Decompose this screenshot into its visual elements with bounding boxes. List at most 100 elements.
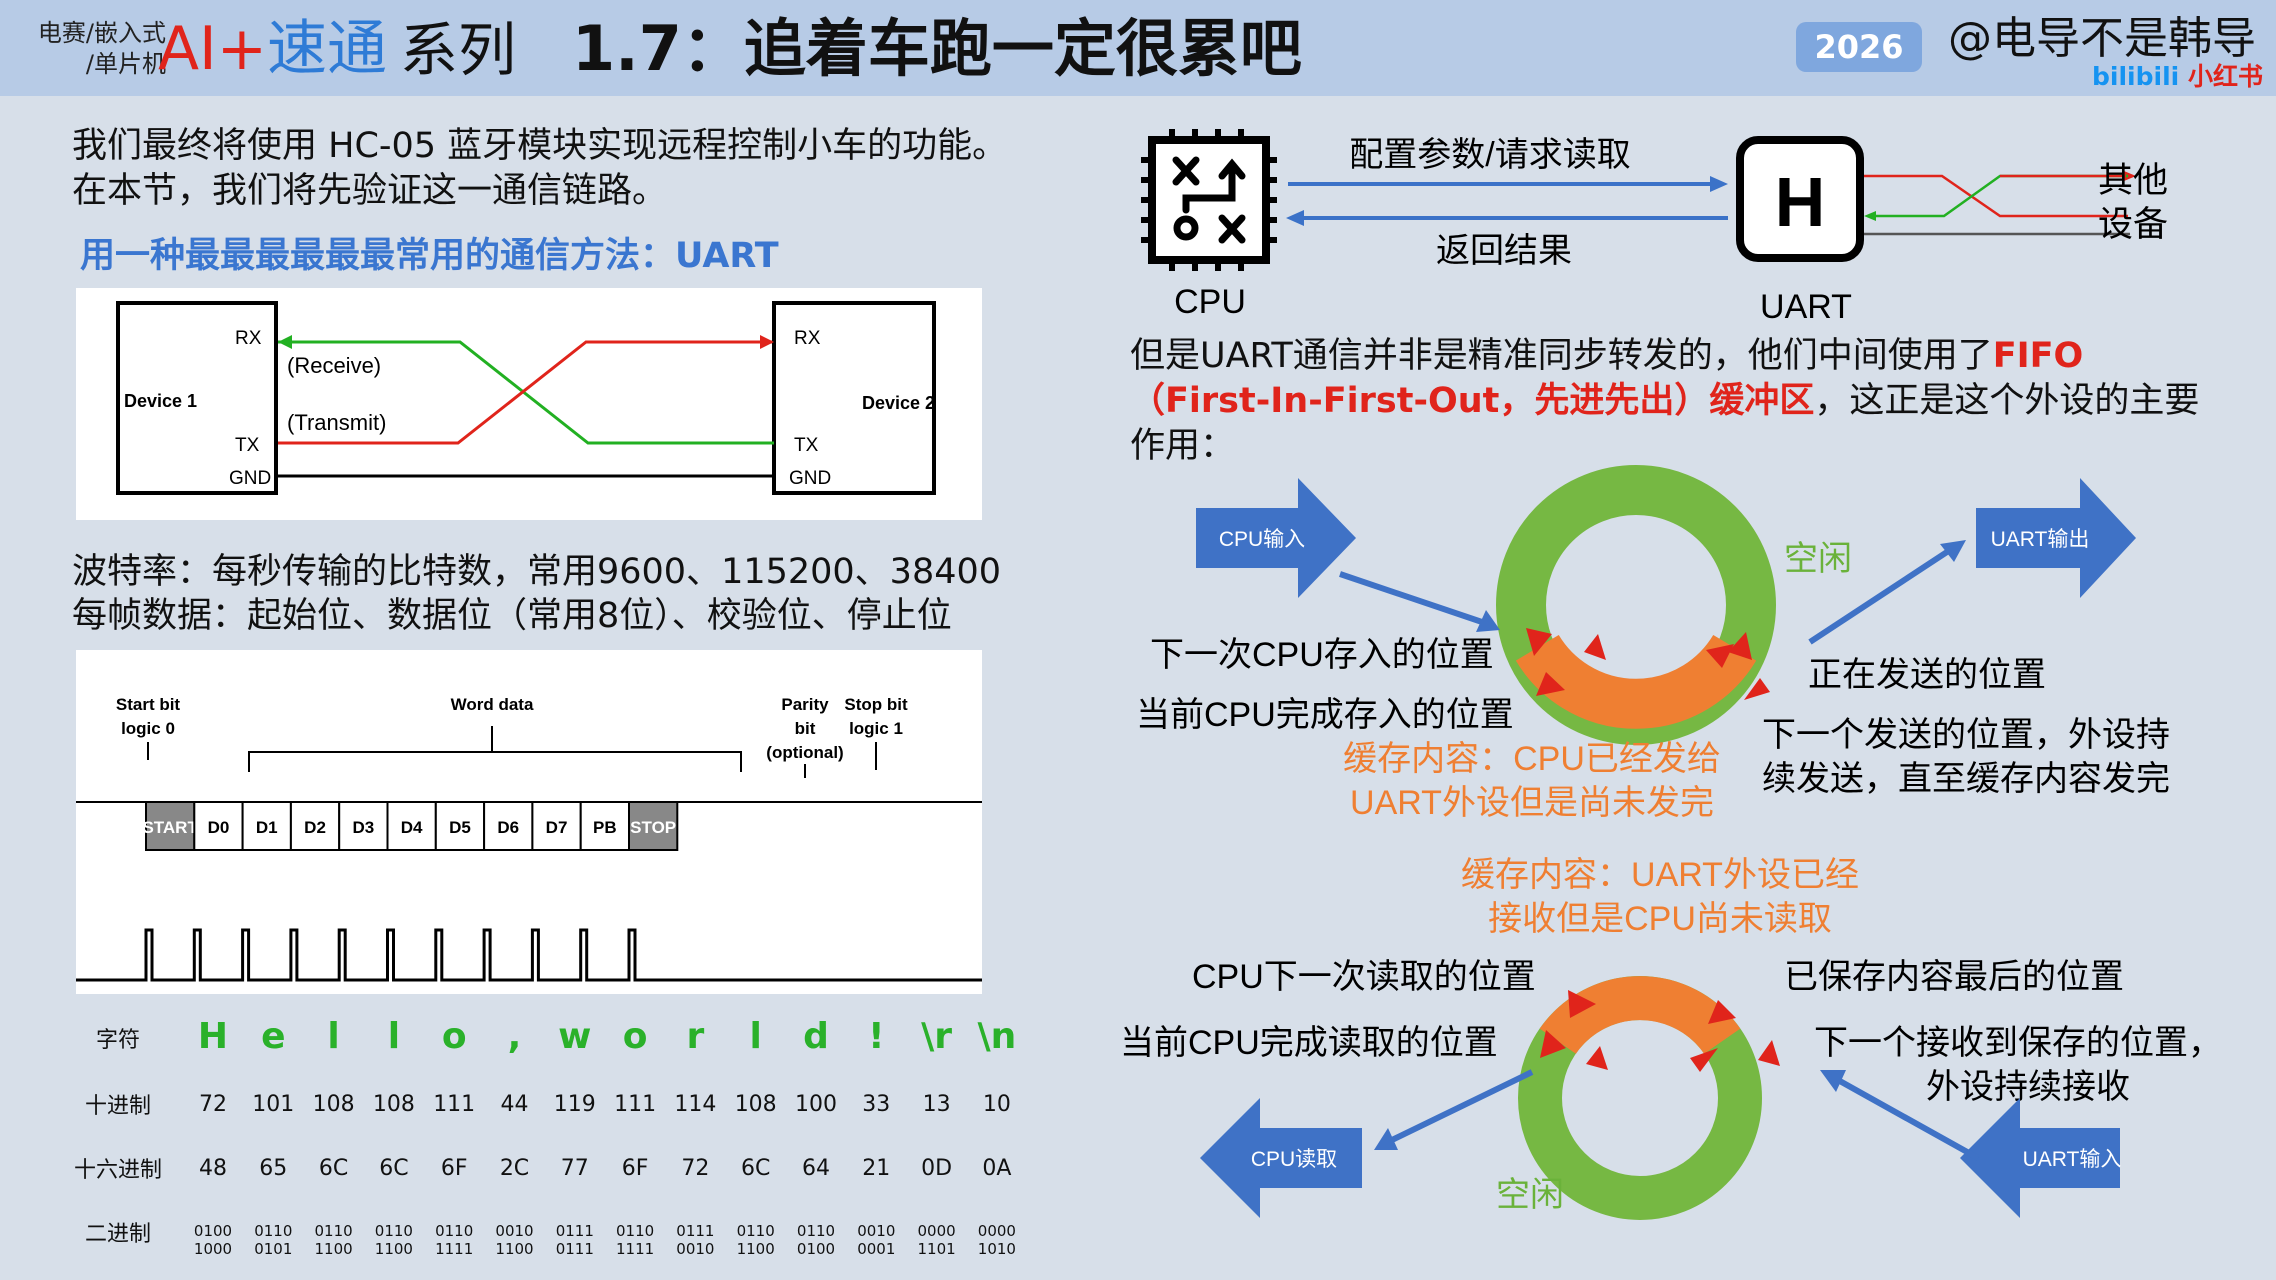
red-wire xyxy=(278,340,772,445)
baud-line-1: 波特率：每秒传输的比特数，常用9600、115200、38400 xyxy=(72,552,1002,592)
fifo-line-2b: ，这正是这个外设的主要 xyxy=(1814,381,2200,421)
tx-sending: 正在发送的位置 xyxy=(1808,656,2046,694)
tx-ptr-current-store xyxy=(1536,672,1565,696)
table-dec-cell: 44 xyxy=(500,1092,529,1117)
table-bin-lo-cell: 1010 xyxy=(977,1240,1016,1258)
rx-ptr-cpu-next xyxy=(1568,990,1596,1018)
table-bin-lo-cell: 0101 xyxy=(254,1240,293,1258)
table-bin-hi-cell: 0110 xyxy=(616,1222,655,1240)
platform-bilibili: bilibili xyxy=(2092,62,2180,91)
parity-l1: Parity xyxy=(781,695,829,714)
table-hex-cell: 65 xyxy=(259,1156,288,1181)
fifo-line-1a: 但是UART通信并非是精准同步转发的，他们中间使用了 xyxy=(1130,336,1993,376)
bit-cell-label: D0 xyxy=(208,818,230,837)
table-dec-cell: 33 xyxy=(862,1092,891,1117)
stop-bit-l1: Stop bit xyxy=(844,695,908,714)
intro-text: 我们最终将使用 HC-05 蓝牙模块实现远程控制小车的功能。 在本节，我们将先验… xyxy=(72,124,1007,214)
config-arrowhead xyxy=(1710,176,1728,192)
device1-label: Device 1 xyxy=(124,391,197,411)
table-char-cell: o xyxy=(622,1016,648,1057)
table-bin-hi-cell: 0000 xyxy=(977,1222,1016,1240)
uart-heading: 用一种最最最最最最常用的通信方法：UART xyxy=(80,236,779,276)
d1-rx-label: RX xyxy=(235,328,262,349)
table-char-cell: o xyxy=(441,1016,467,1057)
table-dec-cell: 13 xyxy=(922,1092,951,1117)
rx-content-l1: 缓存内容：UART外设已经 xyxy=(1461,856,1859,894)
table-bin-lo-cell: 0100 xyxy=(796,1240,836,1258)
d1-tx-label: TX xyxy=(235,435,260,456)
uart-wiring-diagram: Device 1 Device 2 RX TX GND RX TX GND (R… xyxy=(76,288,982,520)
table-row-label: 字符 xyxy=(95,1028,140,1053)
baud-text: 波特率：每秒传输的比特数，常用9600、115200、38400 每帧数据：起始… xyxy=(72,550,1001,638)
config-request-label: 配置参数/请求读取 xyxy=(1349,136,1630,174)
rx-idle-label: 空闲 xyxy=(1496,1176,1564,1214)
table-row-label: 十六进制 xyxy=(73,1158,162,1183)
cpu-read-label: CPU读取 xyxy=(1251,1148,1337,1171)
rx-last-saved: 已保存内容最后的位置 xyxy=(1784,958,2124,996)
return-arrowhead xyxy=(1286,210,1304,226)
tx-current-cpu-done: 当前CPU完成存入的位置 xyxy=(1136,696,1514,734)
d2-rx-label: RX xyxy=(794,328,821,349)
fifo-line-1: 但是UART通信并非是精准同步转发的，他们中间使用了FIFO xyxy=(1130,334,2199,379)
uart-output-pointer-line xyxy=(1808,547,1952,645)
baud-line-2: 每帧数据：起始位、数据位（常用8位）、校验位、停止位 xyxy=(72,596,952,636)
uart-output-block-arrow xyxy=(1976,478,2136,598)
table-bin-lo-cell: 1101 xyxy=(917,1240,956,1258)
table-hex-cell: 0D xyxy=(921,1156,953,1181)
bit-cell xyxy=(531,801,582,851)
tx-content-l2: UART外设但是尚未发完 xyxy=(1350,784,1714,822)
table-hex-cell: 48 xyxy=(199,1156,227,1181)
tx-ptr-sending-inner xyxy=(1706,644,1734,668)
rx-cpu-next-read: CPU下一次读取的位置 xyxy=(1192,958,1536,996)
tx-content-l1: 缓存内容：CPU已经发给 xyxy=(1343,740,1721,778)
table-bin-hi-cell: 0000 xyxy=(917,1222,956,1240)
device2-label: Device 2 xyxy=(862,393,935,413)
cpu-input-pointer-line xyxy=(1339,571,1483,625)
rx-next-recv-l1: 下一个接收到保存的位置， xyxy=(1814,1024,2222,1062)
table-bin-hi-cell: 0110 xyxy=(254,1222,293,1240)
bit-cell xyxy=(483,801,534,851)
table-hex-cell: 6C xyxy=(741,1156,771,1181)
uart-input-label: UART输入 xyxy=(2023,1148,2122,1171)
table-bin-lo-cell: 0001 xyxy=(857,1240,896,1258)
cpu-input-block-arrow xyxy=(1196,478,1356,598)
parity-l3: (optional) xyxy=(766,743,843,762)
brand-logo: AI+速通 xyxy=(158,12,387,86)
fifo-line-1b: FIFO xyxy=(1992,336,2084,376)
author-handle: @电导不是韩导 xyxy=(1948,13,2256,64)
fifo-line-3: 作用： xyxy=(1130,426,1236,466)
table-bin-hi-cell: 0110 xyxy=(314,1222,353,1240)
header-bar: 电赛/嵌入式 /单片机 AI+速通 系列 1.7：追着车跑一定很累吧 2026 … xyxy=(0,0,2276,96)
table-dec-cell: 111 xyxy=(614,1092,657,1117)
intro-line-1: 我们最终将使用 HC-05 蓝牙模块实现远程控制小车的功能。 xyxy=(72,126,1008,166)
device1-box xyxy=(116,301,278,495)
brand-plus: + xyxy=(216,14,268,84)
series-label: 系列 xyxy=(400,16,517,84)
red-arrowhead xyxy=(760,335,774,349)
bit-cell xyxy=(145,801,196,851)
platform-xiaohongshu: 小红书 xyxy=(2187,62,2263,91)
table-char-cell: r xyxy=(686,1016,705,1057)
table-char-cell: l xyxy=(749,1016,762,1057)
platform-names: bilibili 小红书 xyxy=(2092,62,2263,92)
table-dec-cell: 10 xyxy=(982,1092,1011,1117)
tx-ptr-store-inner xyxy=(1584,634,1606,660)
intro-line-2: 在本节，我们将先验证这一通信链路。 xyxy=(72,171,668,211)
rx-ptr-last-saved xyxy=(1708,1000,1736,1024)
table-dec-cell: 108 xyxy=(312,1092,355,1117)
table-hex-cell: 2C xyxy=(499,1156,530,1181)
tx-ptr-next-store xyxy=(1526,628,1552,656)
tx-ring xyxy=(1496,465,1776,745)
uart-input-pointer-line xyxy=(1836,1077,1980,1161)
table-bin-hi-cell: 0110 xyxy=(374,1222,413,1240)
rx-content-l2: 接收但是CPU尚未读取 xyxy=(1488,900,1832,938)
table-bin-lo-cell: 1100 xyxy=(736,1240,775,1258)
table-char-cell: , xyxy=(507,1016,522,1057)
table-bin-hi-cell: 0110 xyxy=(796,1222,836,1240)
uart-module-icon xyxy=(1736,136,1864,262)
tag-line-2: /单片机 xyxy=(85,50,166,78)
bit-cell xyxy=(628,801,679,851)
bit-cell-label: D6 xyxy=(497,818,519,837)
tx-next-send-l1: 下一个发送的位置，外设持 xyxy=(1762,716,2170,754)
